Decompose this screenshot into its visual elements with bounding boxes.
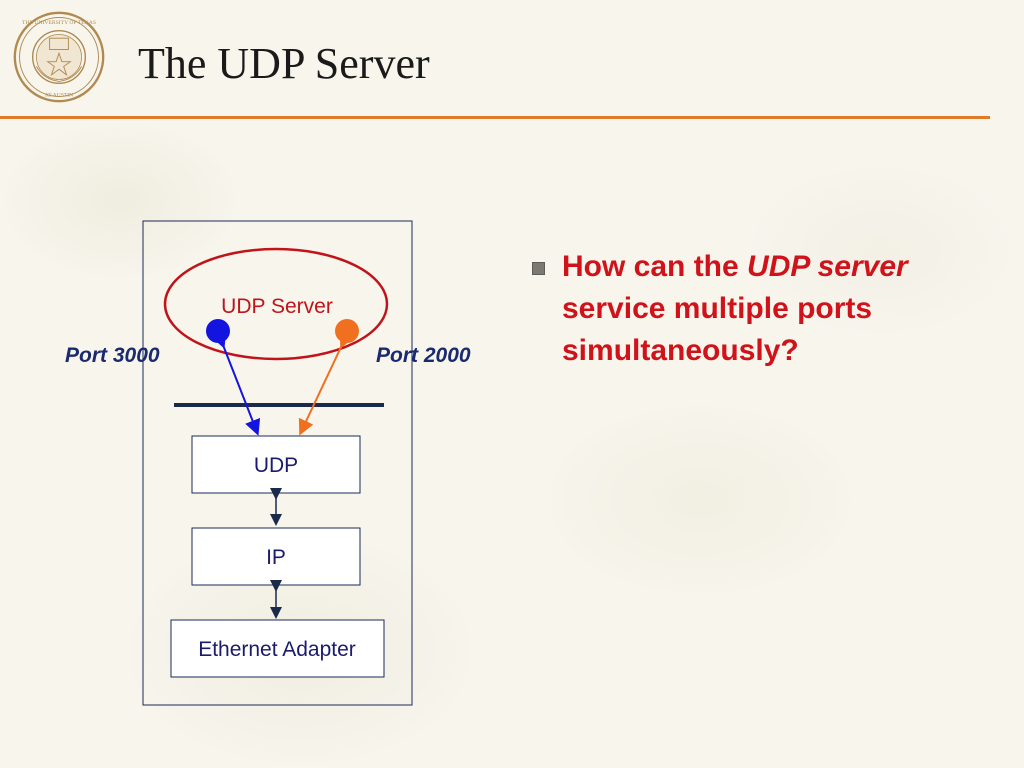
question-text: How can the: [562, 250, 739, 283]
port-3000-label: Port 3000: [65, 344, 160, 367]
port-2000-dot: [335, 319, 359, 343]
seal-ring-text-bottom: AT AUSTIN: [45, 92, 74, 98]
udp-layer-box: [191, 435, 361, 494]
slide-title: The UDP Server: [138, 39, 430, 88]
orange-arrow: [298, 330, 355, 436]
ip-layer-box: [191, 527, 361, 586]
university-seal-icon: THE UNIVERSITY OF TEXAS AT AUSTIN: [13, 11, 105, 103]
port-3000-dot: [206, 319, 230, 343]
ip-layer-label: IP: [266, 546, 286, 569]
question-emphasis: UDP server: [747, 250, 908, 283]
bullet-question: How can the UDP server service multiple …: [562, 246, 982, 372]
blue-arrow: [211, 330, 261, 436]
question-text-end: service multiple ports simultaneously?: [562, 292, 873, 367]
ethernet-layer-label: Ethernet Adapter: [198, 638, 356, 661]
udp-server-ellipse: [163, 247, 389, 361]
bullet-marker: [532, 262, 545, 275]
udp-layer-label: UDP: [254, 454, 298, 477]
diagram-frame: [142, 220, 413, 706]
title-divider: [0, 116, 990, 119]
port-2000-label: Port 2000: [376, 344, 471, 367]
udp-server-label: UDP Server: [221, 295, 333, 318]
seal-ring-text: THE UNIVERSITY OF TEXAS: [22, 20, 96, 26]
ethernet-layer-box: [170, 619, 385, 678]
